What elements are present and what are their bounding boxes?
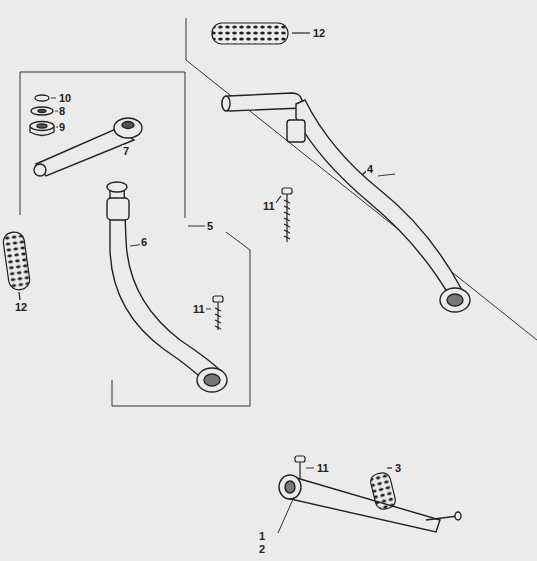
- callout-number: 5: [206, 220, 214, 232]
- callout-number: 1: [258, 530, 266, 542]
- callout-number: 12: [312, 27, 326, 39]
- callout-number: 7: [122, 145, 130, 157]
- callout-number: 6: [140, 236, 148, 248]
- callout-number: 10: [58, 92, 72, 104]
- callout-number: 8: [58, 105, 66, 117]
- callout-number: 11: [316, 462, 330, 474]
- callout-number: 3: [394, 462, 402, 474]
- callout-number: 11: [192, 303, 206, 315]
- callout-number: 4: [366, 163, 374, 175]
- callout-number: 9: [58, 121, 66, 133]
- callout-number: 2: [258, 543, 266, 555]
- callout-number: 12: [14, 301, 28, 313]
- callout-number: 11: [262, 200, 276, 212]
